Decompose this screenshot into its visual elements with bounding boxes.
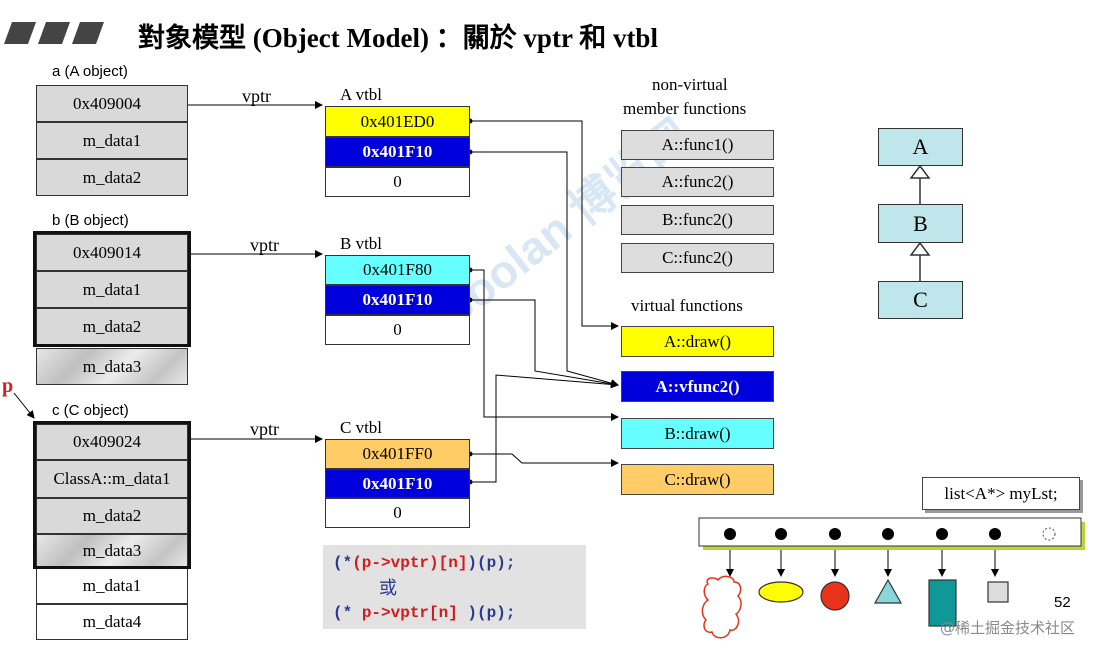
- object-c-field: m_data2: [36, 498, 188, 534]
- vtable-b-label: B vtbl: [340, 234, 383, 253]
- cloud-shape-icon: [701, 575, 742, 639]
- vtable-b-entry: 0x401F10: [325, 285, 470, 315]
- virtual-function: A::vfunc2(): [621, 371, 774, 402]
- vtable-c-entry: 0x401FF0: [325, 439, 470, 469]
- code-token: (*: [333, 604, 362, 622]
- vtable-c-label: C vtbl: [340, 418, 383, 437]
- list-node: [936, 528, 948, 540]
- nonvirtual-function: B::func2(): [621, 205, 774, 235]
- class-box-c: C: [878, 281, 963, 319]
- virtual-function: A::draw(): [621, 326, 774, 357]
- code-token: p->vptr[n]: [361, 604, 458, 622]
- vtable-c-entry: 0: [325, 498, 470, 528]
- nonvirtual-function: C::func2(): [621, 243, 774, 273]
- code-token: )(p);: [467, 554, 516, 572]
- object-c-label: c (C object): [52, 402, 129, 419]
- list-shapes: [701, 575, 1009, 639]
- list-declaration: list<A*> myLst;: [922, 477, 1080, 510]
- object-a-field: m_data1: [36, 122, 188, 159]
- nonvirtual-heading: member functions: [623, 99, 747, 118]
- code-snippet: (*(p->vptr)[n])(p); 或 (* p->vptr[n] )(p)…: [323, 545, 586, 629]
- page-number: 52: [1054, 594, 1071, 611]
- vtable-b-entry: 0: [325, 315, 470, 345]
- object-c-field: ClassA::m_data1: [36, 460, 188, 498]
- ellipse-shape-icon: [758, 581, 804, 603]
- list-node: [775, 528, 787, 540]
- code-line-1: (*(p->vptr)[n])(p);: [333, 551, 576, 576]
- code-token: (p->vptr)[n]: [352, 554, 468, 572]
- object-b-field: m_data1: [36, 271, 188, 308]
- vptr-label: vptr: [250, 235, 279, 255]
- list-node: [989, 528, 1001, 540]
- rectangle-shape-icon: [928, 579, 957, 627]
- nonvirtual-heading: non-virtual: [652, 75, 728, 94]
- title-stripes-decoration: [4, 22, 104, 44]
- class-box-b: B: [878, 204, 963, 243]
- list-node: [829, 528, 841, 540]
- vtable-a-entry: 0x401ED0: [325, 106, 470, 137]
- list-node: [724, 528, 736, 540]
- vtable-b-entry: 0x401F80: [325, 255, 470, 285]
- object-c-field: m_data3: [36, 534, 188, 568]
- class-box-a: A: [878, 128, 963, 166]
- object-c-field: m_data1: [36, 568, 188, 604]
- object-a-vptr-cell: 0x409004: [36, 85, 188, 122]
- credit-watermark: @稀土掘金技术社区: [940, 619, 1076, 637]
- object-b-vptr-cell: 0x409014: [36, 234, 188, 271]
- list-container-diagram: [698, 517, 1085, 550]
- nonvirtual-function: A::func1(): [621, 130, 774, 160]
- vtable-a-entry: 0: [325, 167, 470, 197]
- circle-shape-icon: [820, 581, 850, 611]
- vtable-c-entry: 0x401F10: [325, 469, 470, 498]
- object-a-field: m_data2: [36, 159, 188, 196]
- vptr-label: vptr: [250, 419, 279, 439]
- nonvirtual-function: A::func2(): [621, 167, 774, 197]
- object-b-field: m_data3: [36, 348, 188, 385]
- vptr-label: vptr: [242, 86, 271, 106]
- virtual-heading: virtual functions: [631, 296, 743, 315]
- code-token: )(p);: [457, 604, 516, 622]
- code-line-2: 或: [379, 578, 397, 599]
- list-end-node: [1042, 527, 1056, 541]
- list-node: [882, 528, 894, 540]
- pointer-p-label: p: [2, 375, 14, 397]
- triangle-shape-icon: [873, 578, 903, 604]
- code-line-3: (* p->vptr[n] )(p);: [333, 601, 576, 626]
- vtable-a-entry: 0x401F10: [325, 137, 470, 167]
- object-b-label: b (B object): [52, 212, 129, 229]
- page-title: 對象模型 (Object Model) ：關於 vptr 和 vtbl: [138, 23, 658, 53]
- code-token: (*: [333, 554, 353, 572]
- object-a-label: a (A object): [52, 63, 128, 80]
- object-c-vptr-cell: 0x409024: [36, 424, 188, 460]
- vtable-a-label: A vtbl: [340, 85, 383, 104]
- object-c-field: m_data4: [36, 604, 188, 640]
- virtual-function: B::draw(): [621, 418, 774, 449]
- virtual-function: C::draw(): [621, 464, 774, 495]
- square-shape-icon: [987, 581, 1009, 603]
- object-b-field: m_data2: [36, 308, 188, 345]
